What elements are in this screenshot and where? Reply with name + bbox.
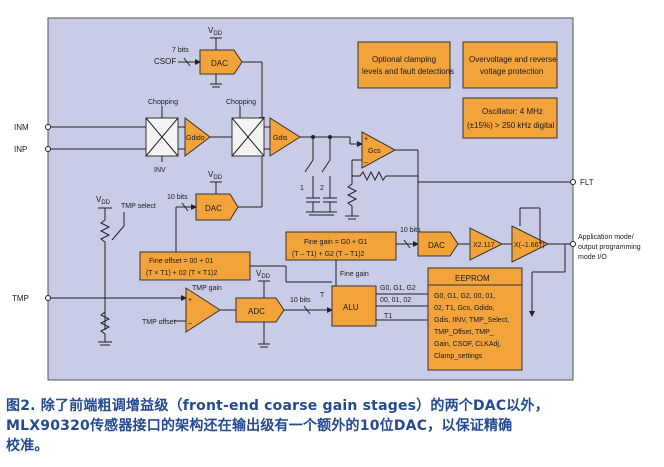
clamp-box: [357, 41, 451, 89]
alu-o-line: 00, 01, 02: [380, 297, 411, 304]
adc: [235, 297, 285, 323]
vdd-tmp-label: VDD: [96, 195, 111, 206]
caption-line-2: MLX90320传感器接口的架构还在输出级有一个额外的10位DAC，以保证精确: [6, 418, 513, 434]
chopping-1-label: Chopping: [148, 99, 178, 106]
dac-top-label: DAC: [211, 59, 228, 68]
pin-flt: FLT: [580, 178, 594, 187]
gdis-amp: [269, 117, 301, 157]
eeprom-line-3: Gdis, IINV, TMP_Select,: [434, 317, 509, 324]
app-mode-line1: Application mode/: [578, 234, 634, 241]
adc-label: ADC: [248, 307, 265, 316]
pin-inp: INP: [14, 145, 27, 154]
fine-gain-tag: Fine gain: [340, 271, 369, 278]
tmp-offset-label: TMP offset: [142, 319, 176, 326]
svg-text:+: +: [188, 297, 192, 304]
eeprom-line-2: 02, T1, Gcs, Gdido,: [434, 305, 495, 312]
vdd-top-label: VDD: [208, 26, 223, 37]
chopping-2-label: Chopping: [226, 99, 256, 106]
fine-offset-line2: (T × T1) + 02 (T × T1)2: [146, 270, 217, 277]
t-label: T: [320, 292, 325, 299]
pin-inm: INM: [14, 123, 29, 132]
gdido-label: Gdido: [186, 135, 205, 142]
vdd-adc-label: VDD: [256, 269, 271, 280]
dac-out: [417, 231, 459, 257]
svg-text:–: –: [188, 320, 192, 327]
vdd-fine-label: VDD: [208, 170, 223, 181]
inv-label: INV: [154, 167, 166, 174]
switch-2-label: 2: [320, 185, 324, 192]
fine-offset-box: [139, 251, 251, 281]
x2117-label: X2.117: [473, 242, 495, 249]
alu-t1-label: T1: [384, 313, 392, 320]
dac-fine-label: DAC: [205, 204, 222, 213]
alu-label: ALU: [343, 303, 359, 312]
dac-fine: [195, 193, 239, 221]
ovp-box: [462, 41, 558, 89]
alu-g-line: G0, G1, G2: [380, 285, 416, 292]
dac-out-bits: 10 bits: [400, 227, 421, 234]
gdis-label: Gdis: [273, 135, 288, 142]
clamp-line1: Optional clamping: [372, 55, 436, 64]
caption-line-3: 校准。: [6, 438, 49, 454]
x2117-amp: [469, 227, 504, 261]
gcs-label: Gcs: [368, 148, 381, 155]
block-diagram: VDD DAC 7 bits CSOF Optional clamping le…: [12, 17, 641, 381]
ovp-line1: Overvoltage and reverse: [469, 55, 557, 64]
eeprom-line-4: TMP_Offset, TMP_: [434, 329, 494, 336]
app-mode-line2: output programming: [578, 244, 641, 251]
app-mode-line3: mode I/O: [578, 254, 607, 261]
osc-box: [462, 97, 558, 139]
x1667-amp: [511, 225, 550, 263]
clamp-line2: levels and fault detections: [362, 67, 454, 76]
eeprom-line-1: G0, G1, G2, 00, 01,: [434, 293, 495, 300]
osc-line2: (±15%) > 250 kHz digital: [467, 121, 555, 130]
x1667-label: X(–1.667): [514, 242, 545, 249]
eeprom-line-5: Gain, CSOF, CLKAdj,: [434, 341, 501, 348]
fine-offset-line1: Fine offset = 00 + 01: [149, 258, 213, 265]
pin-tmp: TMP: [12, 294, 29, 303]
dac-fine-bits: 10 bits: [167, 194, 188, 201]
svg-text:+: +: [364, 136, 368, 143]
csof-label: CSOF: [154, 57, 176, 66]
dac-top-bits: 7 bits: [172, 47, 189, 54]
figure-caption: 图2. 除了前端粗调增益级（front-end coarse gain stag…: [6, 396, 660, 456]
fine-gain-line1: Fine gain = G0 + G1: [304, 239, 368, 246]
eeprom-line-6: Clamp_settings: [434, 353, 483, 360]
gdido-amp: [184, 116, 211, 158]
osc-line1: Oscillator: 4 MHz: [482, 107, 543, 116]
switch-1-label: 1: [300, 185, 304, 192]
tmp-select-label: TMP select: [121, 203, 156, 210]
eeprom-title: EEPROM: [455, 274, 490, 283]
dac-top: [199, 49, 243, 75]
caption-line-1: 图2. 除了前端粗调增益级（front-end coarse gain stag…: [6, 398, 549, 414]
fine-gain-line2: (T – T1) + G2 (T – T1)2: [292, 251, 365, 258]
fine-gain-box: [285, 231, 397, 261]
gcs-amp: [361, 131, 397, 169]
tmp-amp: [185, 287, 221, 333]
dac-out-label: DAC: [428, 241, 445, 250]
tmp-gain-label: TMP gain: [192, 285, 222, 292]
adc-bits: 10 bits: [290, 297, 311, 304]
ovp-line2: voltage protection: [480, 67, 543, 76]
svg-text:–: –: [364, 159, 368, 166]
